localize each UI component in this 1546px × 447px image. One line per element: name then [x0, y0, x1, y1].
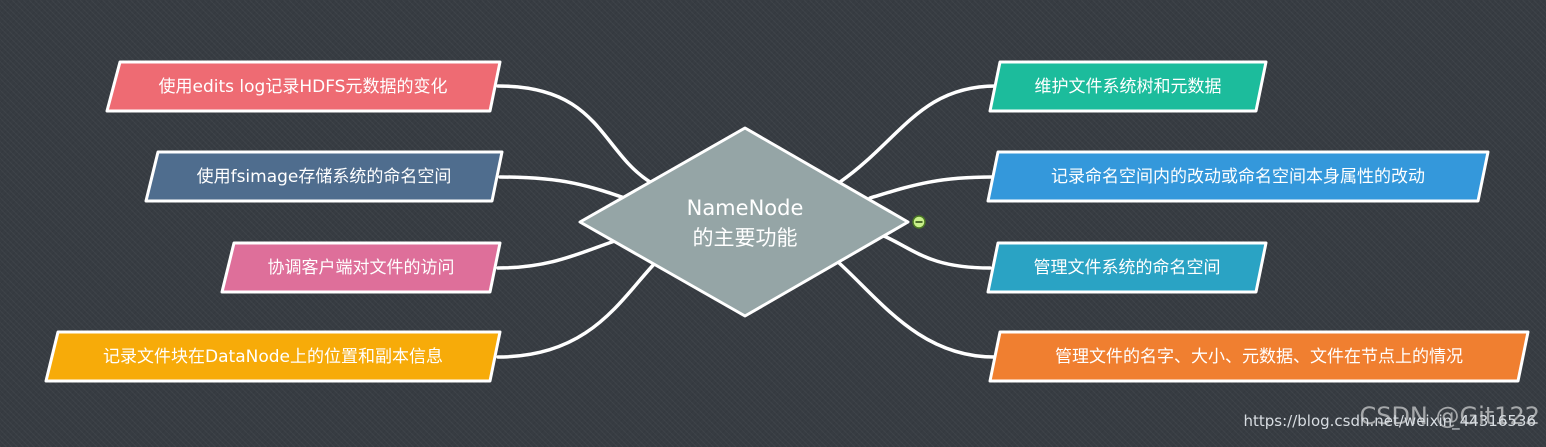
collapse-toggle[interactable]	[912, 215, 926, 229]
left-node-1-box	[105, 60, 502, 113]
right-node-3-label: 管理文件系统的命名空间	[1034, 258, 1221, 278]
left-node-2-label: 使用fsimage存储系统的命名空间	[197, 166, 452, 187]
right-node-2[interactable]: 记录命名空间内的改动或命名空间本身属性的改动	[986, 150, 1490, 203]
left-node-4[interactable]: 记录文件块在DataNode上的位置和副本信息	[44, 330, 502, 383]
left-node-3-box	[220, 241, 502, 294]
left-node-2[interactable]: 使用fsimage存储系统的命名空间	[144, 150, 504, 203]
right-node-2-label: 记录命名空间内的改动或命名空间本身属性的改动	[1051, 167, 1425, 187]
left-node-4-label: 记录文件块在DataNode上的位置和副本信息	[103, 347, 443, 367]
center-node[interactable]: NameNode 的主要功能	[578, 126, 910, 318]
watermark-url: https://blog.csdn.net/weixin_44316536	[1243, 412, 1536, 430]
center-diamond	[578, 126, 910, 318]
branch-line-left-3	[496, 236, 626, 270]
left-node-3-label: 协调客户端对文件的访问	[268, 258, 455, 278]
center-title-line2: 的主要功能	[693, 226, 798, 250]
left-node-3[interactable]: 协调客户端对文件的访问	[220, 241, 502, 294]
branch-line-right-1	[838, 84, 998, 184]
branch-line-right-3	[882, 234, 992, 270]
right-node-1-box	[988, 60, 1268, 113]
left-node-1-label: 使用edits log记录HDFS元数据的变化	[159, 76, 448, 97]
branch-line-right-4	[836, 260, 996, 359]
right-node-2-box	[986, 150, 1490, 203]
watermark-brand: CSDN @Git122	[1359, 402, 1540, 430]
right-node-1[interactable]: 维护文件系统树和元数据	[988, 60, 1268, 113]
right-node-4-box	[988, 330, 1530, 383]
center-title-line1: NameNode	[687, 196, 804, 220]
right-node-3-box	[986, 241, 1268, 294]
branch-line-right-2	[868, 175, 994, 200]
left-node-1[interactable]: 使用edits log记录HDFS元数据的变化	[105, 60, 502, 113]
right-node-4[interactable]: 管理文件的名字、大小、元数据、文件在节点上的情况	[988, 330, 1530, 383]
right-node-4-label: 管理文件的名字、大小、元数据、文件在节点上的情况	[1055, 347, 1463, 367]
branch-line-left-2	[498, 175, 638, 204]
right-node-1-label: 维护文件系统树和元数据	[1035, 77, 1222, 97]
branch-line-left-4	[496, 260, 658, 359]
right-node-3[interactable]: 管理文件系统的命名空间	[986, 241, 1268, 294]
left-node-4-box	[44, 330, 502, 383]
left-node-2-box	[144, 150, 504, 203]
branch-line-left-1	[496, 84, 652, 184]
branch-lines	[496, 84, 998, 359]
